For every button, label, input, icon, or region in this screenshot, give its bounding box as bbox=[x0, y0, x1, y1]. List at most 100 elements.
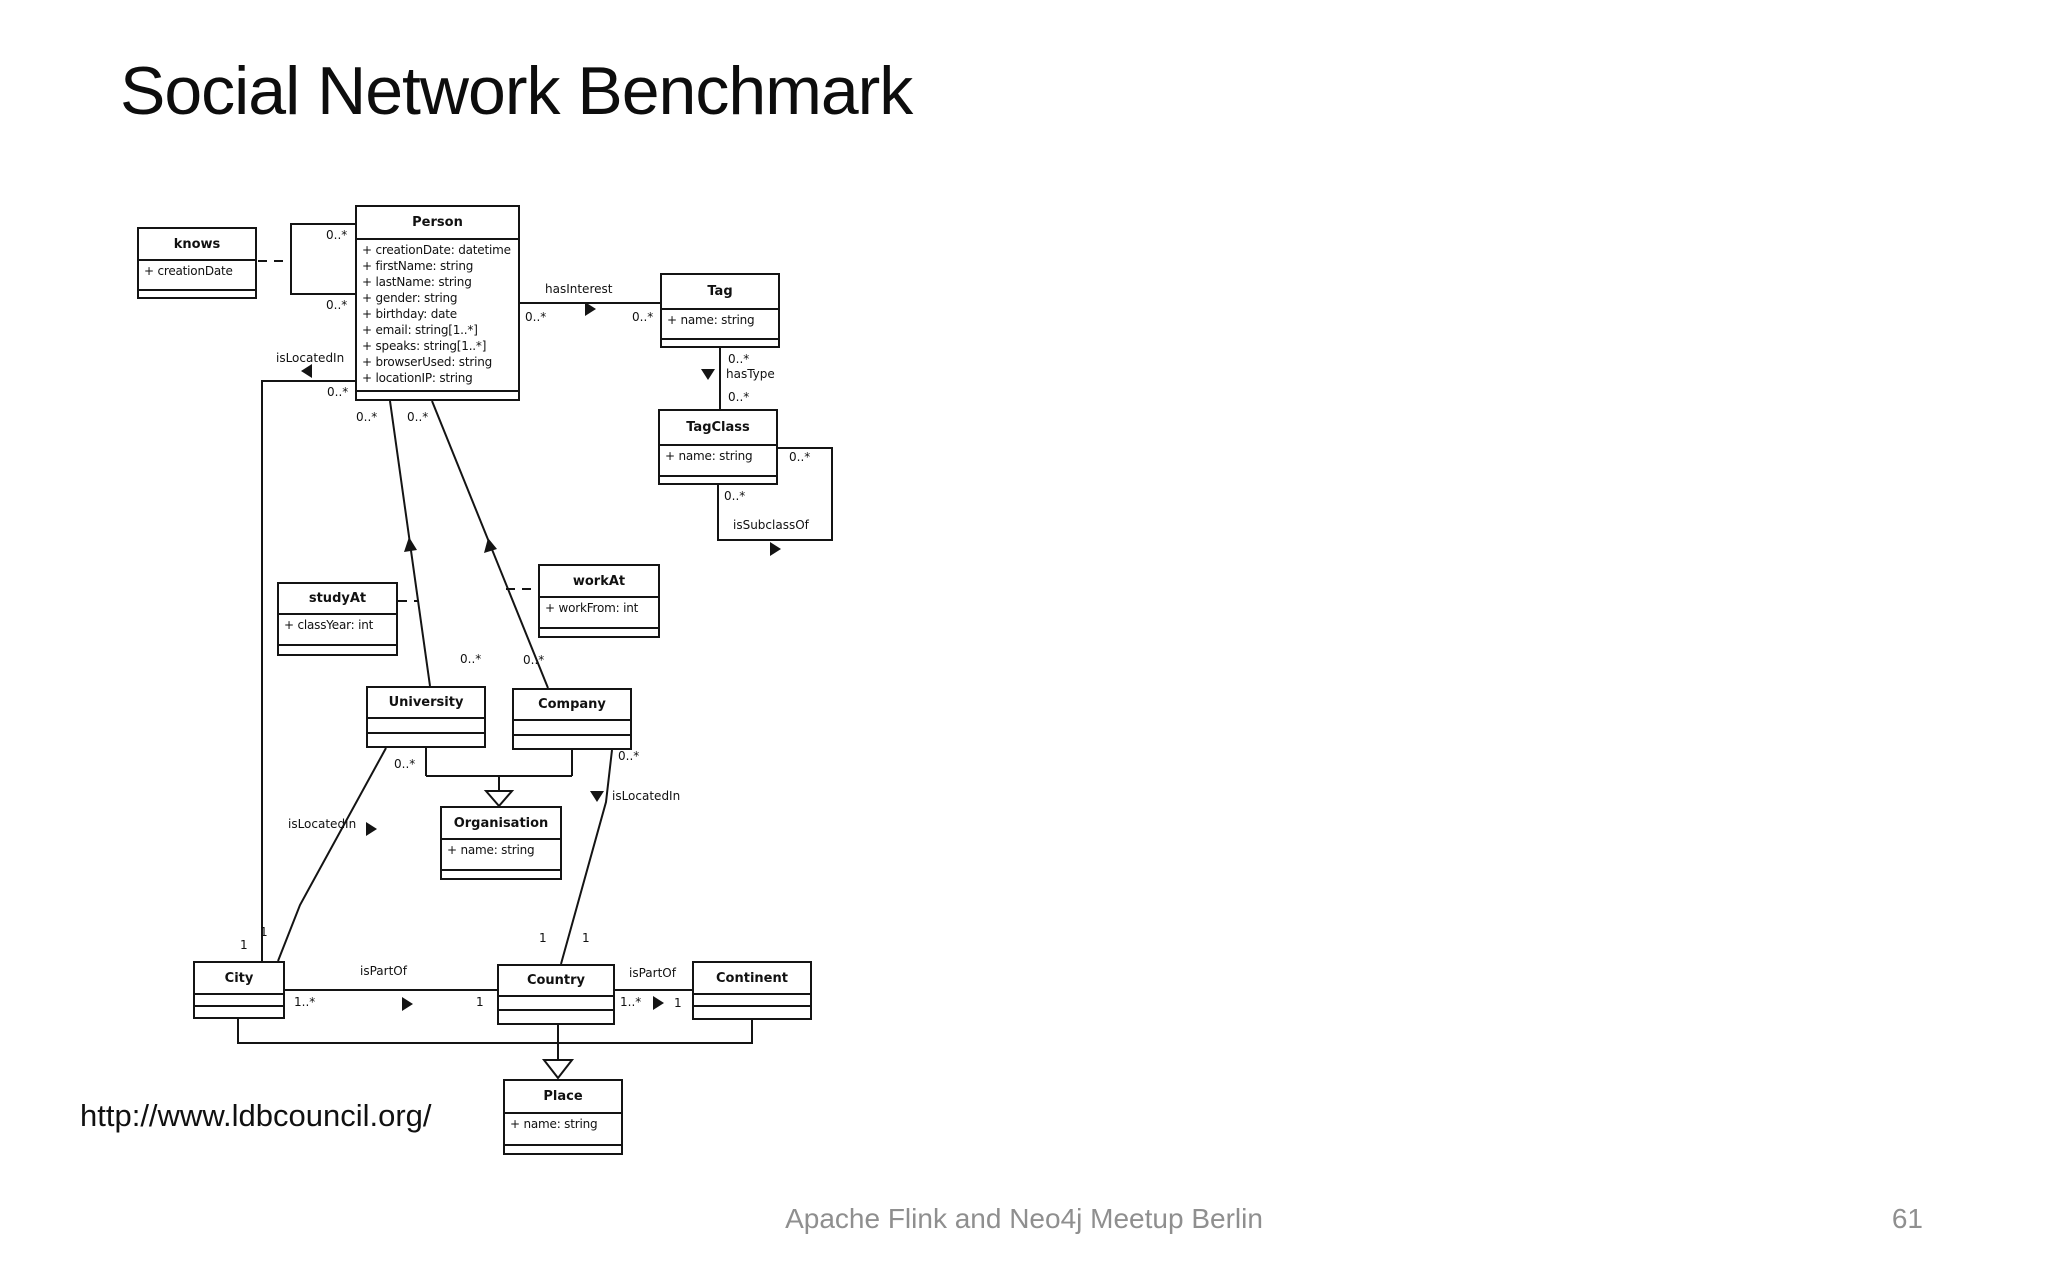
class-attributes: + creationDate: datetime + firstName: st… bbox=[357, 240, 518, 392]
class-title: Place bbox=[505, 1081, 621, 1114]
class-box-country: Country bbox=[497, 964, 615, 1025]
edge-label-has-interest: hasInterest bbox=[545, 282, 613, 296]
class-attribute: + browserUsed: string bbox=[362, 355, 493, 369]
mult-country-part-of-continent: 1 bbox=[674, 996, 682, 1010]
class-title: City bbox=[195, 963, 283, 995]
class-attribute: + lastName: string bbox=[362, 275, 472, 289]
class-attribute: + creationDate: datetime bbox=[362, 243, 511, 257]
class-attributes: + name: string bbox=[662, 310, 778, 340]
edge-knows-loop bbox=[290, 223, 355, 295]
mult-person-located-in-city: 1 bbox=[240, 938, 248, 952]
class-empty-compartment bbox=[499, 997, 613, 1011]
class-title: Tag bbox=[662, 275, 778, 310]
class-box-knows: knows + creationDate bbox=[137, 227, 257, 299]
class-empty-compartment bbox=[139, 291, 255, 297]
class-box-company: Company bbox=[512, 688, 632, 750]
class-attribute: + name: string bbox=[667, 313, 755, 327]
class-box-city: City bbox=[193, 961, 285, 1019]
mult-is-subclass-of-right: 0..* bbox=[789, 450, 811, 464]
mult-has-type-tag: 0..* bbox=[728, 352, 750, 366]
class-attributes: + name: string bbox=[660, 446, 776, 477]
class-attribute: + workFrom: int bbox=[545, 601, 639, 615]
mult-city-part-of-country: 1 bbox=[476, 995, 484, 1009]
class-empty-compartment bbox=[499, 1011, 613, 1023]
class-attribute: + creationDate bbox=[144, 264, 233, 278]
mult-company-located-in-company: 0..* bbox=[618, 749, 640, 763]
triangle-organisation bbox=[483, 790, 515, 808]
mult-university-located-in-university: 0..* bbox=[394, 757, 416, 771]
class-attribute: + name: string bbox=[510, 1117, 598, 1131]
class-attribute: + gender: string bbox=[362, 291, 458, 305]
class-box-place: Place + name: string bbox=[503, 1079, 623, 1155]
class-empty-compartment bbox=[514, 736, 630, 748]
class-attributes: + classYear: int bbox=[279, 615, 396, 646]
mult-company-located-in-country-left: 1 bbox=[539, 931, 547, 945]
arrow-university-located-in bbox=[366, 822, 377, 836]
class-attributes: + workFrom: int bbox=[540, 598, 658, 629]
class-box-university: University bbox=[366, 686, 486, 748]
mult-has-interest-tag: 0..* bbox=[632, 310, 654, 324]
class-empty-compartment bbox=[694, 995, 810, 1007]
mult-person-located-in-person: 0..* bbox=[327, 385, 349, 399]
class-attribute: + name: string bbox=[447, 843, 535, 857]
arrow-is-subclass-of bbox=[770, 542, 781, 556]
footer-text: Apache Flink and Neo4j Meetup Berlin bbox=[785, 1203, 1263, 1234]
page-number: 61 bbox=[1891, 1203, 1923, 1234]
edge-label-is-subclass-of: isSubclassOf bbox=[733, 518, 809, 532]
edge-organisation-generalization bbox=[425, 748, 573, 791]
mult-knows-bottom: 0..* bbox=[326, 298, 348, 312]
class-attribute: + birthday: date bbox=[362, 307, 457, 321]
class-empty-compartment bbox=[279, 646, 396, 654]
edge-label-university-located-in: isLocatedIn bbox=[288, 817, 357, 831]
class-title: studyAt bbox=[279, 584, 396, 615]
arrow-country-part-of bbox=[653, 996, 664, 1010]
class-box-organisation: Organisation + name: string bbox=[440, 806, 562, 880]
class-title: Person bbox=[357, 207, 518, 240]
class-empty-compartment bbox=[442, 871, 560, 878]
class-empty-compartment bbox=[368, 719, 484, 734]
arrow-has-interest bbox=[585, 302, 596, 316]
class-attributes: + name: string bbox=[505, 1114, 621, 1146]
class-empty-compartment bbox=[540, 629, 658, 636]
class-attributes: + creationDate bbox=[139, 261, 255, 291]
class-box-continent: Continent bbox=[692, 961, 812, 1020]
class-attribute: + classYear: int bbox=[284, 618, 374, 632]
class-box-studyat: studyAt + classYear: int bbox=[277, 582, 398, 656]
mult-person-university-university: 0..* bbox=[460, 652, 482, 666]
class-empty-compartment bbox=[195, 1007, 283, 1017]
mult-city-part-of-city: 1..* bbox=[294, 995, 316, 1009]
page-title: Social Network Benchmark bbox=[120, 53, 913, 129]
triangle-place bbox=[541, 1059, 575, 1080]
mult-country-part-of-country: 1..* bbox=[620, 995, 642, 1009]
class-attribute: + firstName: string bbox=[362, 259, 474, 273]
edge-label-has-type: hasType bbox=[726, 367, 775, 381]
edge-person-located-in bbox=[261, 380, 355, 961]
class-title: Company bbox=[514, 690, 630, 721]
edge-place-generalization bbox=[237, 1019, 753, 1060]
edge-label-city-part-of: isPartOf bbox=[360, 964, 407, 978]
mult-knows-top: 0..* bbox=[326, 228, 348, 242]
edge-company-located-in bbox=[560, 749, 613, 965]
class-title: knows bbox=[139, 229, 255, 261]
mult-company-located-in-country: 1 bbox=[582, 931, 590, 945]
class-empty-compartment bbox=[694, 1007, 810, 1018]
class-box-workat: workAt + workFrom: int bbox=[538, 564, 660, 638]
source-url: http://www.ldbcouncil.org/ bbox=[80, 1098, 432, 1133]
mult-university-located-in-city: 1 bbox=[260, 925, 268, 939]
mult-person-company-company: 0..* bbox=[523, 653, 545, 667]
class-title: Continent bbox=[694, 963, 810, 995]
class-empty-compartment bbox=[368, 734, 484, 746]
class-attribute: + speaks: string[1..*] bbox=[362, 339, 487, 353]
arrow-city-part-of bbox=[402, 997, 413, 1011]
class-box-tagclass: TagClass + name: string bbox=[658, 409, 778, 485]
class-title: workAt bbox=[540, 566, 658, 598]
arrow-company-located-in bbox=[590, 791, 604, 802]
edge-label-person-located-in: isLocatedIn bbox=[276, 351, 345, 365]
class-box-tag: Tag + name: string bbox=[660, 273, 780, 348]
arrow-person-university bbox=[404, 537, 417, 552]
class-empty-compartment bbox=[195, 995, 283, 1007]
edge-label-company-located-in: isLocatedIn bbox=[612, 789, 681, 803]
mult-has-type-tagclass: 0..* bbox=[728, 390, 750, 404]
class-attribute: + email: string[1..*] bbox=[362, 323, 478, 337]
